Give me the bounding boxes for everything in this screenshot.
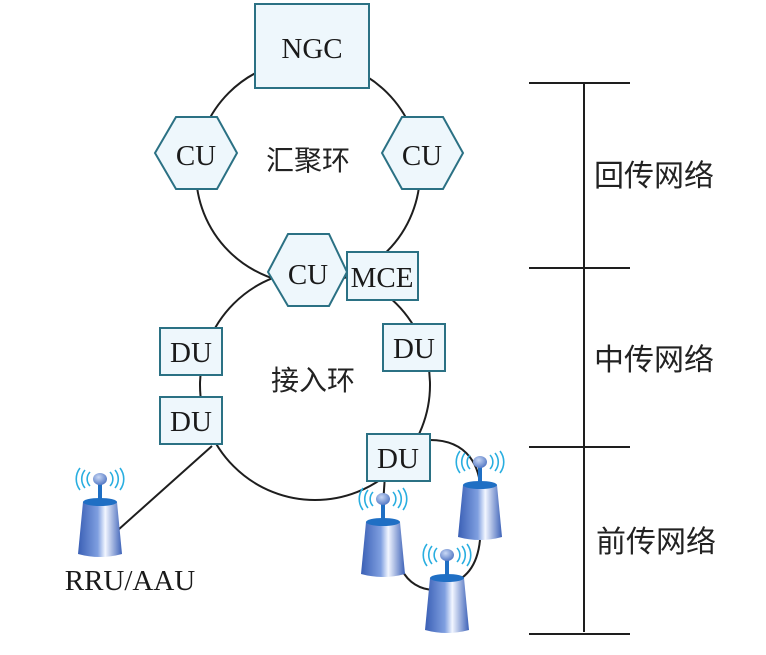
mce-node[interactable]: MCE [346,251,419,301]
du-node-bottom[interactable]: DU [366,433,431,482]
midhaul-label: 中传网络 [594,343,714,378]
fronthaul-link [429,439,481,489]
du-node-left-top[interactable]: DU [159,327,223,376]
ngc-label: NGC [281,33,342,65]
cu-node-left[interactable]: CU [153,116,239,190]
antenna-tower-icon [358,487,408,578]
cu-node-right[interactable]: CU [380,116,465,190]
fronthaul-label: 前传网络 [596,525,716,560]
du-bottom-label: DU [377,443,419,475]
rru-aau-label: RRU/AAU [65,565,196,597]
backhaul-label: 回传网络 [594,159,714,194]
cu-access-label: CU [288,259,328,291]
mce-label: MCE [351,262,414,294]
du-left-top-label: DU [170,337,212,369]
access-ring-label: 接入环 [271,364,355,397]
cu-left-label: CU [176,140,216,172]
cu-node-access[interactable]: CU [266,233,349,307]
antenna-tower-icon [455,450,505,541]
antenna-tower-icon [422,543,472,634]
du-node-right[interactable]: DU [382,323,446,372]
du-right-label: DU [393,333,435,365]
du-left-bottom-label: DU [170,406,212,438]
segment-bracket [529,82,630,635]
cu-right-label: CU [402,140,442,172]
du-node-left-bottom[interactable]: DU [159,396,223,445]
fronthaul-link [117,445,213,531]
aggregation-ring-label: 汇聚环 [266,144,350,177]
rru-tower-icon [75,467,125,558]
ngc-node[interactable]: NGC [254,3,370,89]
